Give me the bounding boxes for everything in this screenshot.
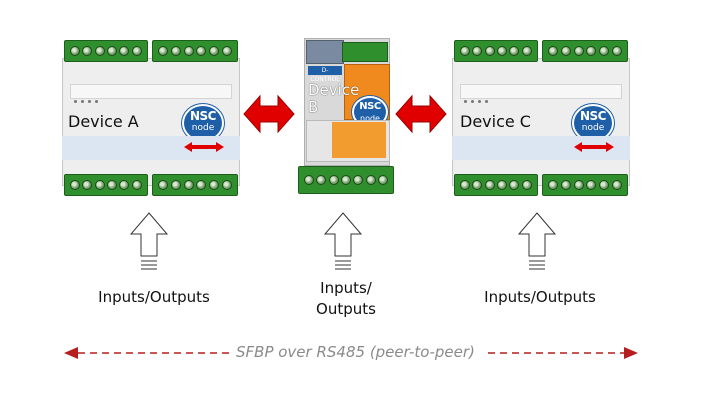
device-a-bottom-terminal-left bbox=[64, 174, 148, 196]
io-caption-b: Inputs/ Outputs bbox=[286, 278, 406, 320]
device-a-top-terminal-left bbox=[64, 40, 148, 62]
io-arrow-b bbox=[323, 212, 363, 270]
device-c-led-row bbox=[464, 100, 488, 103]
device-b-bottom-terminal bbox=[298, 166, 394, 194]
io-caption-a: Inputs/Outputs bbox=[98, 288, 210, 306]
device-c-label: Device C bbox=[460, 112, 531, 131]
link-arrow-b-c bbox=[395, 94, 447, 134]
device-c-status-arrow bbox=[574, 142, 614, 152]
device-b-label-line1: Device bbox=[308, 81, 360, 99]
device-c-top-terminal-right bbox=[542, 40, 628, 62]
device-c-bottom-terminal-left bbox=[454, 174, 538, 196]
device-b-label-line2: B bbox=[308, 98, 319, 116]
device-c-top-terminal-left bbox=[454, 40, 538, 62]
device-c-terminal-labels-top bbox=[460, 84, 622, 99]
device-b-top-connector bbox=[306, 40, 344, 64]
device-c-bottom-terminal-right bbox=[542, 174, 628, 196]
device-a-led-row bbox=[74, 100, 98, 103]
device-b-top-terminal bbox=[342, 42, 388, 62]
io-arrow-a bbox=[129, 212, 169, 270]
device-a-label: Device A bbox=[68, 112, 139, 131]
link-arrow-a-b bbox=[243, 94, 295, 134]
io-caption-c: Inputs/Outputs bbox=[484, 288, 596, 306]
io-caption-b-line2: Outputs bbox=[316, 300, 376, 318]
device-b-brand-tag: D-CONTROL bbox=[308, 66, 342, 83]
io-caption-b-line1: Inputs/ bbox=[320, 279, 372, 297]
device-a-terminal-labels-top bbox=[70, 84, 232, 99]
bus-label: SFBP over RS485 (peer-to-peer) bbox=[236, 343, 475, 361]
io-arrow-c bbox=[517, 212, 557, 270]
device-b-io-orange bbox=[332, 122, 386, 158]
device-a-top-terminal-right bbox=[152, 40, 238, 62]
device-a-bottom-terminal-right bbox=[152, 174, 238, 196]
device-b-label: Device B bbox=[308, 82, 359, 116]
bus-arrow-left-icon bbox=[64, 347, 78, 359]
bus-arrow-right-icon bbox=[624, 347, 638, 359]
device-a-status-arrow bbox=[184, 142, 224, 152]
bus-line bbox=[64, 347, 638, 359]
